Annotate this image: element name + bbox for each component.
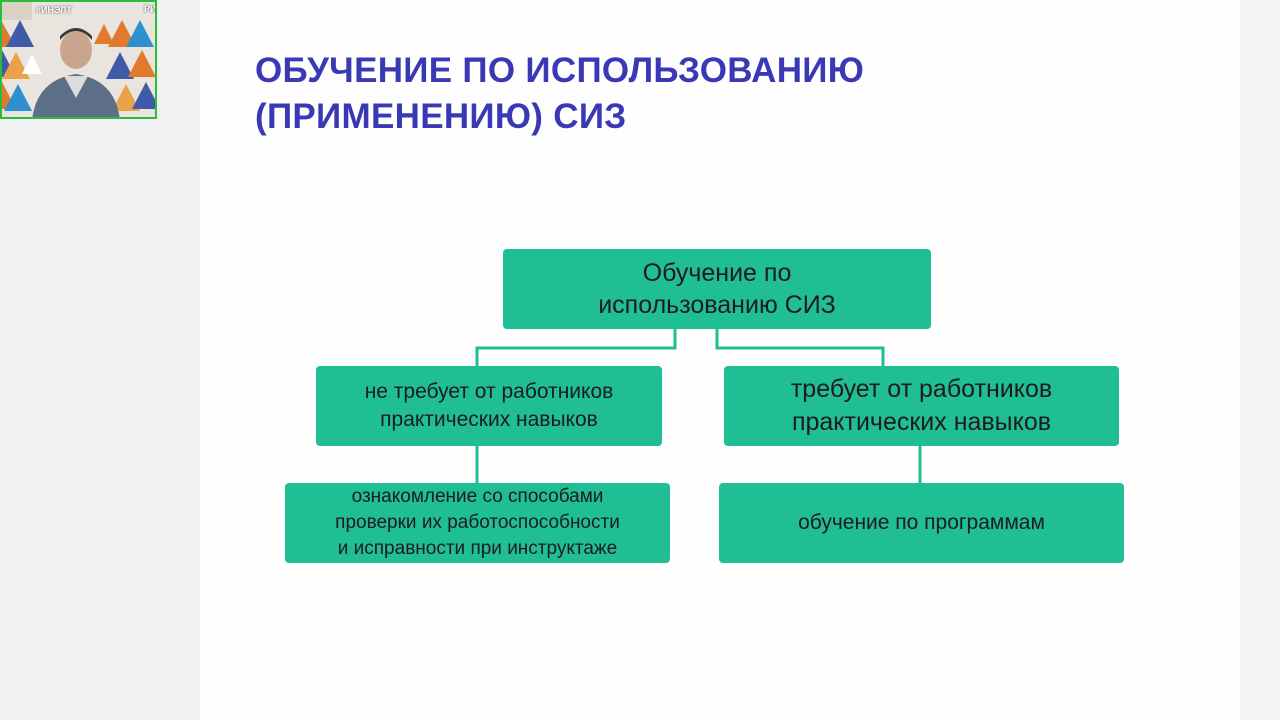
right-margin-strip bbox=[1240, 0, 1280, 720]
diagram-box-root: Обучение по использованию СИЗ bbox=[503, 249, 931, 329]
webcam-feed bbox=[2, 2, 155, 117]
diagram-box-no-skills-line-2: практических навыков bbox=[380, 408, 598, 431]
logo-badge bbox=[2, 2, 32, 20]
webcam-overlay: #ИНЭЛТ РИЦ bbox=[0, 0, 157, 119]
diagram-box-skills-required-line-2: практических навыков bbox=[791, 408, 1052, 436]
diagram-box-program-training: обучение по программам bbox=[719, 483, 1124, 563]
diagram-box-root-line-2: использованию СИЗ bbox=[598, 291, 836, 319]
webcam-hashtag: #ИНЭЛТ bbox=[36, 5, 72, 15]
diagram-box-familiarization: ознакомление со способами проверки их ра… bbox=[285, 483, 670, 563]
diagram-box-root-line-1: Обучение по bbox=[642, 259, 792, 287]
diagram-box-familiarization-line-1: ознакомление со способами bbox=[351, 486, 604, 507]
diagram-box-no-skills-line-1: не требует от работников bbox=[364, 380, 614, 403]
diagram-box-skills-required-line-1: требует от работников bbox=[790, 375, 1053, 403]
diagram-box-no-skills: не требует от работников практических на… bbox=[316, 366, 662, 446]
diagram-box-program-training-line-1: обучение по программам bbox=[798, 511, 1045, 534]
diagram-box-skills-required: требует от работников практических навык… bbox=[724, 366, 1119, 446]
webcam-org-label: РИЦ bbox=[144, 4, 157, 14]
diagram-box-familiarization-line-2: проверки их работоспособности bbox=[335, 512, 620, 533]
background-triangle-pattern bbox=[2, 20, 155, 111]
presenter-silhouette bbox=[32, 28, 120, 117]
slide-title-line-2: (ПРИМЕНЕНИЮ) СИЗ bbox=[255, 97, 627, 136]
slide-title: ОБУЧЕНИЕ ПО ИСПОЛЬЗОВАНИЮ (ПРИМЕНЕНИЮ) С… bbox=[255, 48, 864, 140]
slide-title-line-1: ОБУЧЕНИЕ ПО ИСПОЛЬЗОВАНИЮ bbox=[255, 51, 865, 90]
diagram-box-familiarization-line-3: и исправности при инструктаже bbox=[337, 538, 618, 559]
